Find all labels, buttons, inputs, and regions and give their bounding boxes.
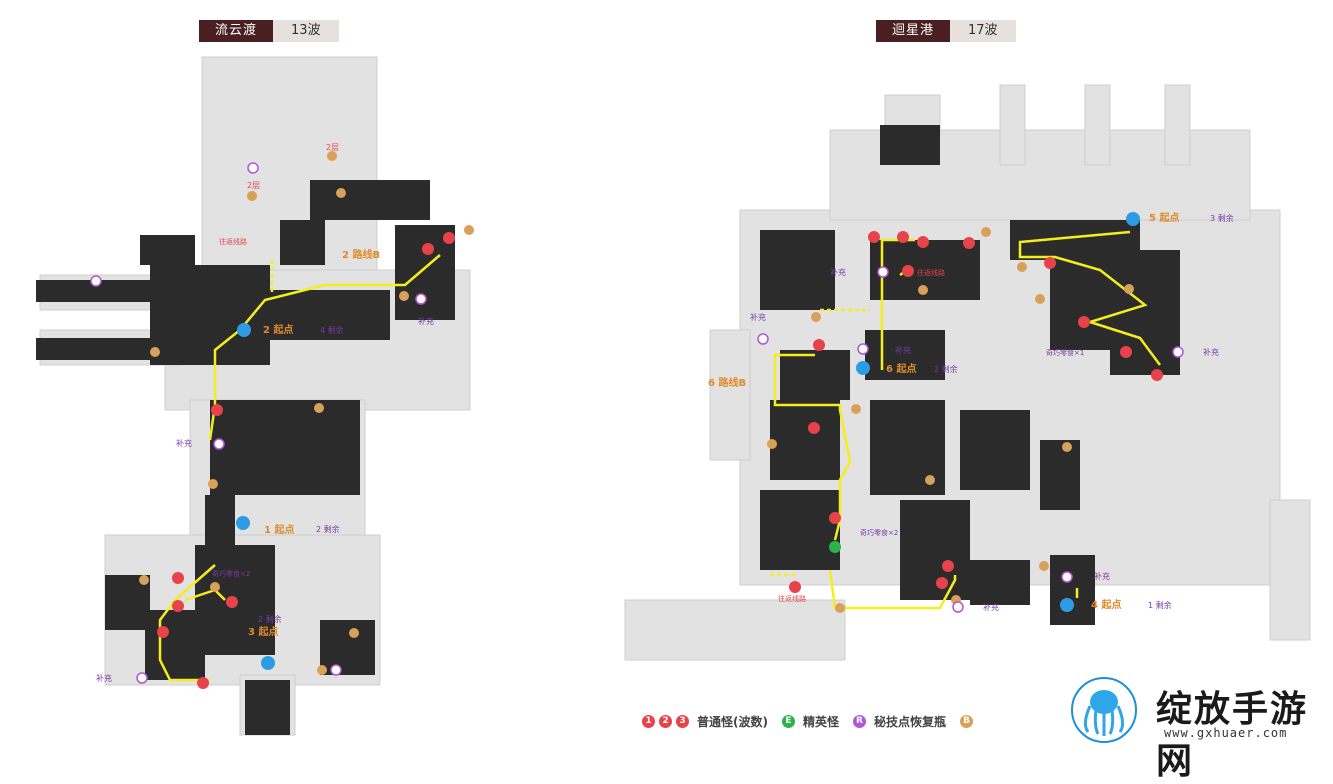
svg-text:6 起点: 6 起点 (886, 362, 916, 375)
site-watermark: 绽放手游网 www.gxhuaer.com (1060, 676, 1322, 782)
legend-restore-icon: R (853, 715, 866, 728)
svg-text:6 路线B: 6 路线B (708, 376, 746, 389)
svg-text:补充: 补充 (418, 316, 434, 326)
legend-normal-1-icon: 1 (642, 715, 655, 728)
svg-text:补充: 补充 (895, 345, 911, 355)
svg-text:4 起点: 4 起点 (1091, 598, 1121, 611)
legend-normal-label: 普通怪(波数) (697, 715, 768, 729)
legend-b-icon: B (960, 715, 974, 728)
svg-text:补充: 补充 (750, 312, 766, 322)
right-map-walls (760, 125, 1180, 625)
left-map-title: 流云渡 13波 (199, 20, 339, 42)
svg-text:补充: 补充 (1203, 347, 1219, 357)
svg-text:3 起点: 3 起点 (248, 625, 278, 638)
right-map-restore-markers (757, 266, 1184, 613)
legend-normal-2-icon: 2 (659, 715, 672, 728)
svg-text:2 剩余: 2 剩余 (258, 614, 282, 624)
svg-text:4 剩余: 4 剩余 (320, 325, 344, 335)
svg-text:5 起点: 5 起点 (1149, 211, 1179, 224)
svg-text:往返线路: 往返线路 (917, 268, 945, 277)
right-map-title: 迴星港 17波 (876, 20, 1016, 42)
legend-restore-label: 秘技点恢复瓶 (874, 715, 947, 729)
left-map-labels: 2 路线B 2 起点 4 剩余 1 起点 2 剩余 3 起点 2 剩余 补充 补… (96, 143, 434, 683)
right-map-start-pads (856, 212, 1140, 612)
right-map-labels: 5 起点 3 剩余 6 起点 2 剩余 4 起点 1 剩余 6 路线B 补充 补… (708, 211, 1234, 612)
svg-text:补充: 补充 (176, 438, 192, 448)
svg-text:补充: 补充 (830, 267, 846, 277)
svg-text:1 剩余: 1 剩余 (1148, 600, 1172, 610)
svg-text:3 剩余: 3 剩余 (1210, 213, 1234, 223)
svg-text:往返线路: 往返线路 (778, 594, 806, 603)
left-map-b-markers (139, 151, 474, 675)
svg-text:1 起点: 1 起点 (264, 523, 294, 536)
right-map-waves: 17波 (950, 20, 1016, 42)
right-map-b-markers (767, 227, 1134, 613)
svg-text:奇巧零食×2: 奇巧零食×2 (860, 528, 898, 537)
svg-text:奇巧零食×2: 奇巧零食×2 (212, 569, 250, 578)
left-map-name: 流云渡 (199, 20, 274, 42)
svg-text:2层: 2层 (247, 181, 260, 190)
octopus-logo-icon (1071, 677, 1137, 743)
svg-text:2 剩余: 2 剩余 (316, 524, 340, 534)
left-map-waves: 13波 (273, 20, 339, 42)
svg-text:补充: 补充 (1094, 571, 1110, 581)
svg-text:奇巧零食×1: 奇巧零食×1 (1046, 348, 1084, 357)
svg-text:往返线路: 往返线路 (219, 237, 247, 246)
svg-text:2 起点: 2 起点 (263, 323, 293, 336)
svg-text:补充: 补充 (983, 602, 999, 612)
left-map-restore-markers (90, 162, 427, 684)
watermark-url: www.gxhuaer.com (1164, 726, 1288, 740)
svg-text:2层: 2层 (326, 143, 339, 152)
right-map-name: 迴星港 (876, 20, 951, 42)
left-map-route (158, 254, 441, 682)
right-map-elite-markers (829, 541, 841, 553)
left-map: 2 路线B 2 起点 4 剩余 1 起点 2 剩余 3 起点 2 剩余 补充 补… (36, 56, 474, 736)
map-legend: 1 2 3 普通怪(波数) E 精英怪 R 秘技点恢复瓶 B (642, 713, 977, 730)
right-map: 5 起点 3 剩余 6 起点 2 剩余 4 起点 1 剩余 6 路线B 补充 补… (624, 84, 1311, 661)
svg-text:补充: 补充 (96, 673, 112, 683)
legend-elite-icon: E (781, 715, 795, 728)
left-map-start-pads (236, 323, 275, 670)
left-map-enemies (157, 232, 455, 689)
right-map-enemies (789, 231, 1163, 593)
svg-text:2 路线B: 2 路线B (342, 248, 380, 261)
legend-normal-3-icon: 3 (676, 715, 689, 728)
svg-text:2 剩余: 2 剩余 (934, 364, 958, 374)
legend-elite-label: 精英怪 (802, 715, 839, 729)
